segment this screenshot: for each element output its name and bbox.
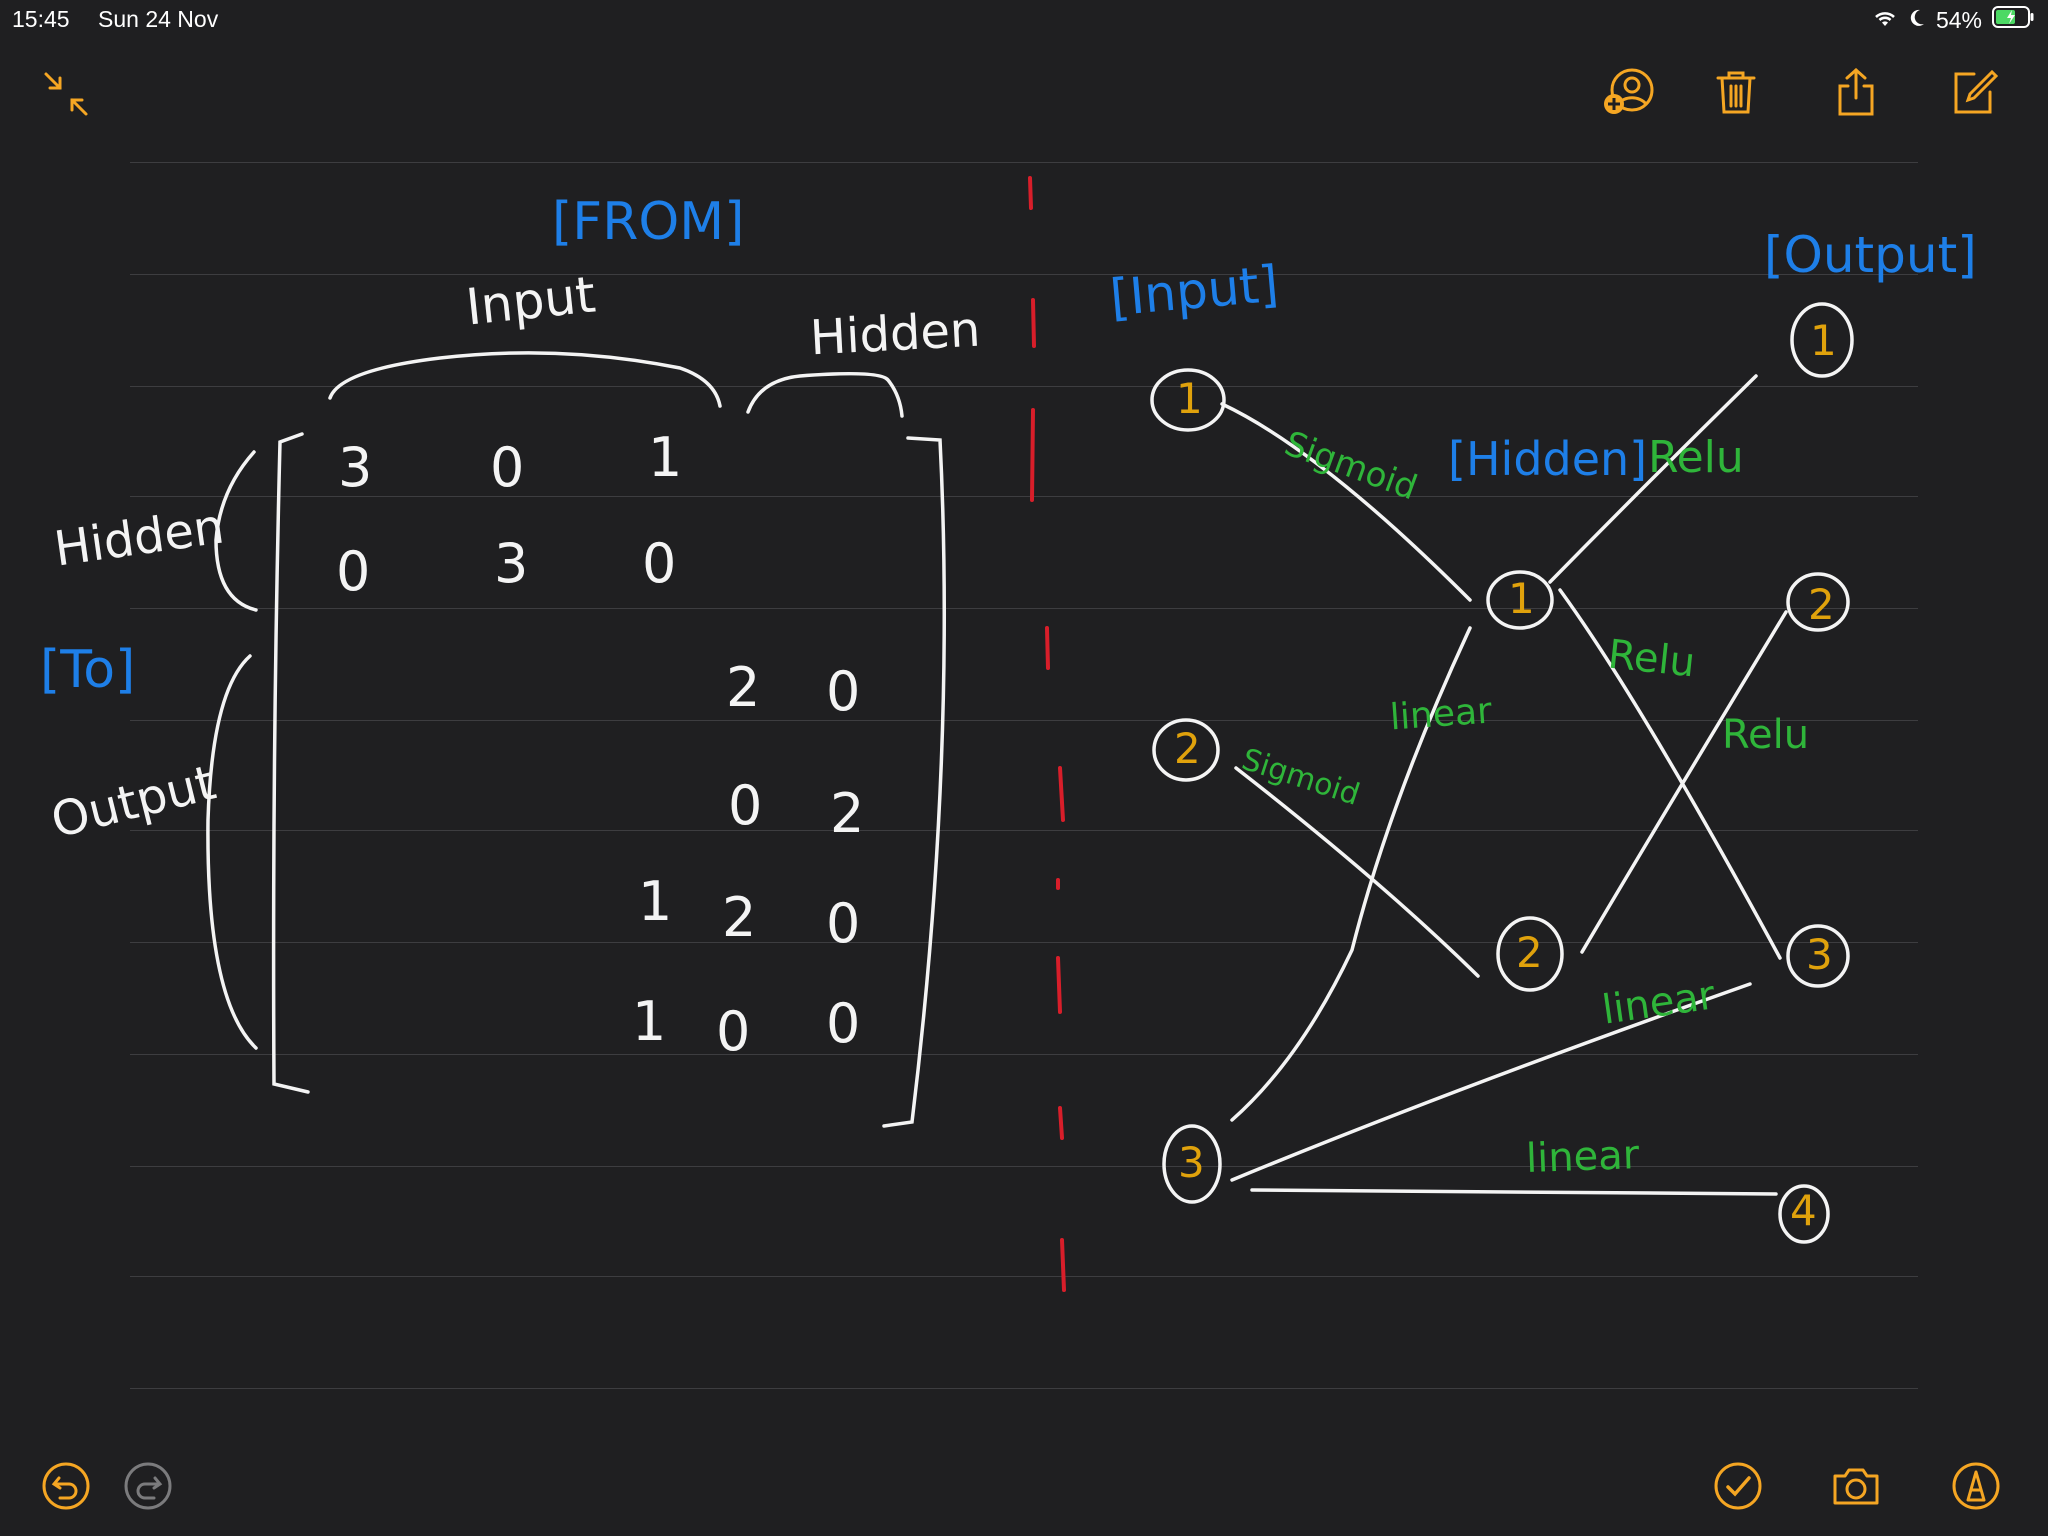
matrix-cell: 0 (716, 1000, 751, 1063)
input-node-1: 1 (1176, 374, 1203, 423)
ruled-line (130, 720, 1918, 721)
camera-icon[interactable] (1830, 1460, 1882, 1512)
add-person-icon[interactable] (1600, 64, 1656, 120)
output-node-4-circle (1778, 1184, 1830, 1244)
matrix-cell: 3 (338, 436, 373, 499)
output-node-3: 3 (1806, 930, 1833, 979)
hidden-node-2-circle (1496, 916, 1564, 992)
markup-icon[interactable] (1950, 1460, 2002, 1512)
undo-icon[interactable] (40, 1460, 92, 1512)
redo-icon[interactable] (122, 1460, 174, 1512)
status-bar: 15:45 Sun 24 Nov 54% (0, 0, 2048, 40)
matrix-cell: 0 (728, 774, 763, 837)
matrix-cell: 0 (490, 436, 525, 499)
edge-label-relu-top: Relu (1648, 432, 1744, 483)
edge-label-linear-bottom: linear (1525, 1132, 1640, 1182)
ruled-line (130, 608, 1918, 609)
matrix-cell: 0 (826, 892, 861, 955)
ruled-line (130, 162, 1918, 163)
trash-icon[interactable] (1708, 64, 1764, 120)
hidden-label: Hidden (808, 301, 982, 367)
status-time: 15:45 (12, 6, 70, 32)
matrix-cell: 0 (642, 532, 677, 595)
input-node-3-circle (1162, 1124, 1222, 1204)
matrix-cell: 2 (830, 782, 865, 845)
ruled-line (130, 942, 1918, 943)
checklist-icon[interactable] (1712, 1460, 1764, 1512)
ruled-line (130, 386, 1918, 387)
edge-label-relu-mid: Relu (1605, 631, 1698, 687)
output-node-2-circle (1786, 572, 1850, 632)
hidden-node-1-circle (1486, 570, 1554, 630)
edge-label-linear-left: linear (1388, 690, 1494, 739)
collapse-icon[interactable] (38, 66, 94, 122)
matrix-cell: 2 (722, 886, 757, 949)
input-node-2-circle (1152, 718, 1220, 782)
hidden-layer-title: [Hidden] (1448, 432, 1648, 486)
edge-label-relu-right: Relu (1722, 712, 1810, 758)
matrix-cell: 1 (632, 990, 667, 1053)
matrix-cell: 3 (494, 532, 529, 595)
output-node-2: 2 (1808, 580, 1835, 629)
compose-icon[interactable] (1946, 64, 2002, 120)
share-icon[interactable] (1828, 64, 1884, 120)
hidden-node-2: 2 (1516, 928, 1543, 977)
ruled-line (130, 496, 1918, 497)
matrix-brackets (271, 432, 947, 1128)
braces (206, 351, 904, 1050)
ruled-line (130, 1166, 1918, 1167)
matrix-cell: 1 (648, 426, 683, 489)
matrix-cell: 0 (336, 540, 371, 603)
wifi-icon (1872, 7, 1898, 34)
status-indicators: 54% (1872, 6, 2034, 34)
matrix-cell: 0 (826, 992, 861, 1055)
ruled-line (130, 1276, 1918, 1277)
input-node-1-circle (1150, 368, 1226, 432)
network-edges (1220, 374, 1788, 1196)
battery-percent: 54% (1935, 6, 1982, 33)
input-node-2: 2 (1174, 724, 1201, 773)
ruled-line (130, 1388, 1918, 1389)
matrix-cell: 0 (826, 660, 861, 723)
to-label: [To] (40, 640, 136, 700)
from-label: [FROM] (552, 192, 745, 252)
output-node-1-circle (1790, 302, 1854, 378)
matrix-cell: 1 (638, 870, 673, 933)
node-circles (1150, 302, 1854, 1244)
ruled-line (130, 274, 1918, 275)
red-divider (1028, 176, 1066, 1292)
output-node-1: 1 (1810, 316, 1837, 365)
hidden-node-1: 1 (1508, 574, 1535, 623)
moon-icon (1908, 7, 1926, 34)
ruled-line (130, 830, 1918, 831)
battery-icon (1992, 6, 2034, 34)
status-date: Sun 24 Nov (98, 6, 219, 32)
output-node-3-circle (1786, 924, 1850, 988)
ruled-line (130, 1054, 1918, 1055)
output-layer-title: [Output] (1764, 226, 1977, 284)
output-node-4: 4 (1790, 1186, 1817, 1235)
matrix-cell: 2 (726, 656, 761, 719)
input-node-3: 3 (1178, 1138, 1205, 1187)
